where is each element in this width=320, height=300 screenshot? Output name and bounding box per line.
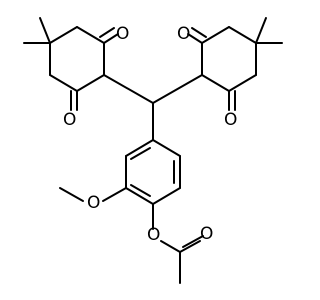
bond bbox=[160, 240, 181, 253]
bond bbox=[125, 139, 154, 157]
bond bbox=[76, 74, 105, 92]
molecule-svg: O O O O O O O bbox=[23, 17, 283, 284]
bond bbox=[49, 26, 78, 44]
oxygen-label: O bbox=[63, 110, 76, 130]
acetate-group bbox=[152, 203, 204, 284]
bond bbox=[152, 187, 181, 205]
carbonyl-bond bbox=[103, 33, 119, 44]
oxygen-label: O bbox=[224, 110, 237, 130]
bond bbox=[152, 139, 181, 157]
molecule-diagram: O O O O O O O bbox=[23, 17, 283, 284]
oxygen-label: O bbox=[200, 224, 213, 244]
bond bbox=[228, 74, 257, 92]
atom-labels: O O O O O O O bbox=[63, 24, 237, 245]
bond bbox=[103, 74, 154, 104]
bond bbox=[228, 26, 257, 44]
bond bbox=[102, 187, 127, 202]
oxygen-label: O bbox=[147, 225, 160, 245]
methyl-bond bbox=[39, 17, 51, 44]
oxygen-label: O bbox=[177, 24, 190, 44]
carbonyl-bond bbox=[191, 27, 207, 38]
bond bbox=[152, 74, 203, 104]
oxygen-label: O bbox=[87, 193, 100, 213]
methoxy-group bbox=[59, 187, 127, 202]
bond bbox=[179, 240, 201, 253]
bond bbox=[125, 187, 154, 205]
left-dione-ring bbox=[23, 17, 119, 111]
bond bbox=[49, 74, 78, 92]
bond bbox=[76, 26, 105, 44]
right-dione-ring bbox=[187, 17, 283, 111]
oxygen-label: O bbox=[116, 24, 129, 44]
methyl-bond bbox=[255, 17, 267, 44]
carbonyl-bond bbox=[187, 33, 203, 44]
aromatic-double-bond bbox=[130, 184, 151, 197]
aromatic-double-bond bbox=[130, 147, 151, 160]
bond bbox=[201, 74, 230, 92]
central-methine bbox=[103, 74, 203, 141]
bond bbox=[201, 26, 230, 44]
bond bbox=[182, 235, 204, 248]
bond bbox=[59, 187, 84, 202]
benzene-ring bbox=[125, 139, 181, 205]
carbonyl-bond bbox=[99, 27, 115, 38]
